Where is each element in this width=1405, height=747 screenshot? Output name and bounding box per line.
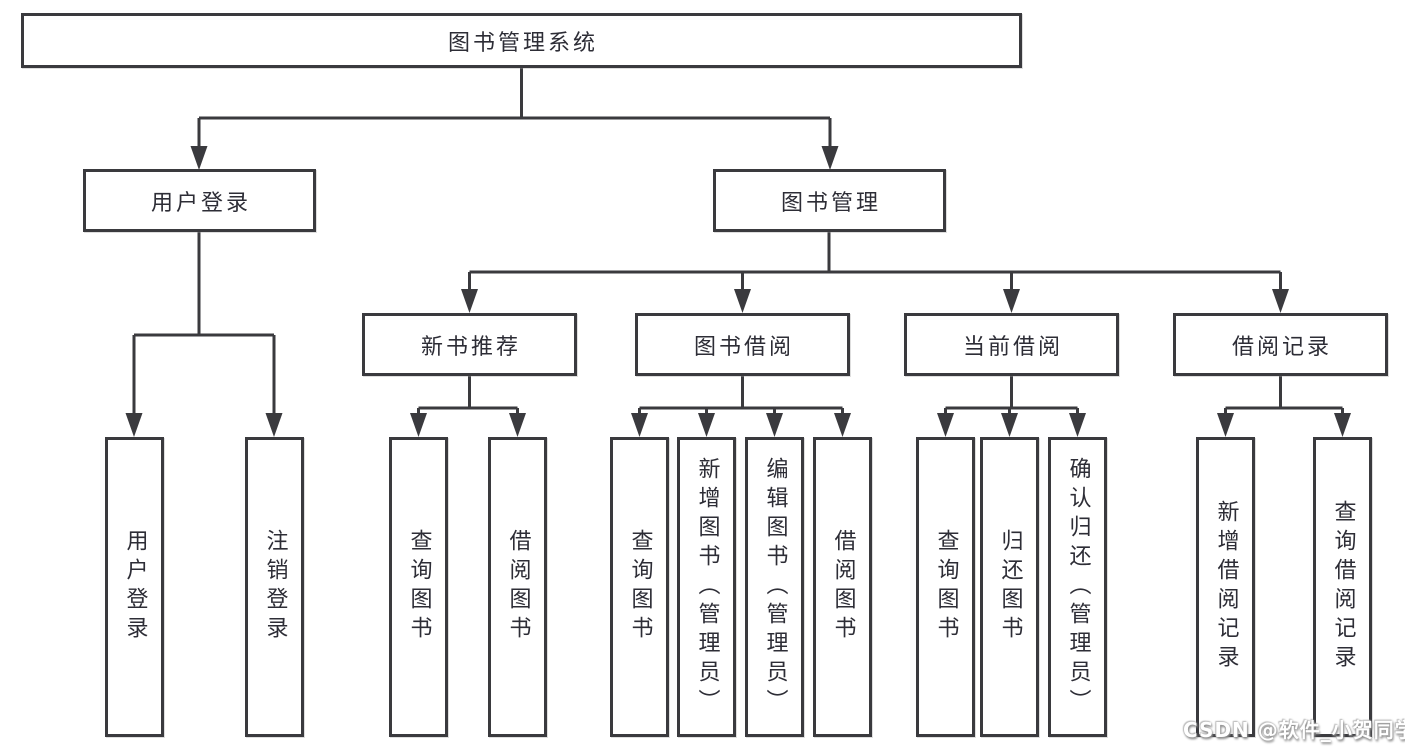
node-label: 用户登录	[122, 529, 148, 645]
watermark-text: CSDN @软件_小贺同学	[1183, 718, 1405, 742]
node-user-login: 用户登录	[83, 169, 316, 232]
node-label: 确认归还（管理员）	[1065, 456, 1091, 718]
node-book-management: 图书管理	[713, 169, 946, 232]
node-current-borrow: 当前借阅	[904, 313, 1119, 376]
edges-mgmt-to-level3	[461, 232, 1289, 313]
node-label: 图书管理系统	[447, 30, 598, 56]
node-label: 查询图书	[406, 529, 432, 645]
node-label: 新增图书（管理员）	[694, 456, 720, 718]
node-label: 图书借阅	[693, 334, 794, 360]
node-label: 编辑图书（管理员）	[762, 456, 788, 718]
leaf-borrow-books-recommend: 借阅图书	[488, 437, 547, 737]
leaf-logout: 注销登录	[245, 437, 304, 737]
node-borrow-records: 借阅记录	[1173, 313, 1388, 376]
edges-root-to-level2	[190, 68, 839, 170]
node-label: 借阅图书	[505, 529, 531, 645]
edges-current-to-leaves	[937, 376, 1086, 437]
edges-borrow-to-leaves	[631, 376, 851, 437]
leaf-borrow-books: 借阅图书	[813, 437, 872, 737]
node-label: 图书管理	[780, 190, 881, 216]
edges-login-to-leaves	[125, 232, 283, 437]
node-label: 当前借阅	[962, 334, 1063, 360]
node-label: 新增借阅记录	[1213, 500, 1239, 674]
node-label: 用户登录	[150, 190, 251, 216]
leaf-add-books-admin: 新增图书（管理员）	[677, 437, 736, 737]
node-label: 查询图书	[933, 529, 959, 645]
leaf-query-books-current: 查询图书	[916, 437, 975, 737]
node-label: 借阅图书	[830, 529, 856, 645]
leaf-user-login: 用户登录	[105, 437, 164, 737]
node-label: 查询图书	[627, 529, 653, 645]
leaf-query-books-borrow: 查询图书	[610, 437, 669, 737]
leaf-query-borrow-record: 查询借阅记录	[1313, 437, 1372, 737]
leaf-query-books-recommend: 查询图书	[389, 437, 448, 737]
node-label: 注销登录	[262, 529, 288, 645]
node-label: 新书推荐	[420, 334, 521, 360]
edges-records-to-leaves	[1217, 376, 1351, 437]
node-label: 归还图书	[997, 529, 1023, 645]
node-book-borrow: 图书借阅	[635, 313, 850, 376]
edges-newbook-to-leaves	[410, 376, 526, 437]
node-label: 借阅记录	[1231, 334, 1332, 360]
leaf-edit-books-admin: 编辑图书（管理员）	[745, 437, 804, 737]
node-new-book-recommend: 新书推荐	[362, 313, 577, 376]
leaf-confirm-return-admin: 确认归还（管理员）	[1048, 437, 1107, 737]
leaf-return-books: 归还图书	[980, 437, 1039, 737]
node-root-system: 图书管理系统	[21, 13, 1022, 68]
leaf-add-borrow-record: 新增借阅记录	[1196, 437, 1255, 737]
node-label: 查询借阅记录	[1330, 500, 1356, 674]
